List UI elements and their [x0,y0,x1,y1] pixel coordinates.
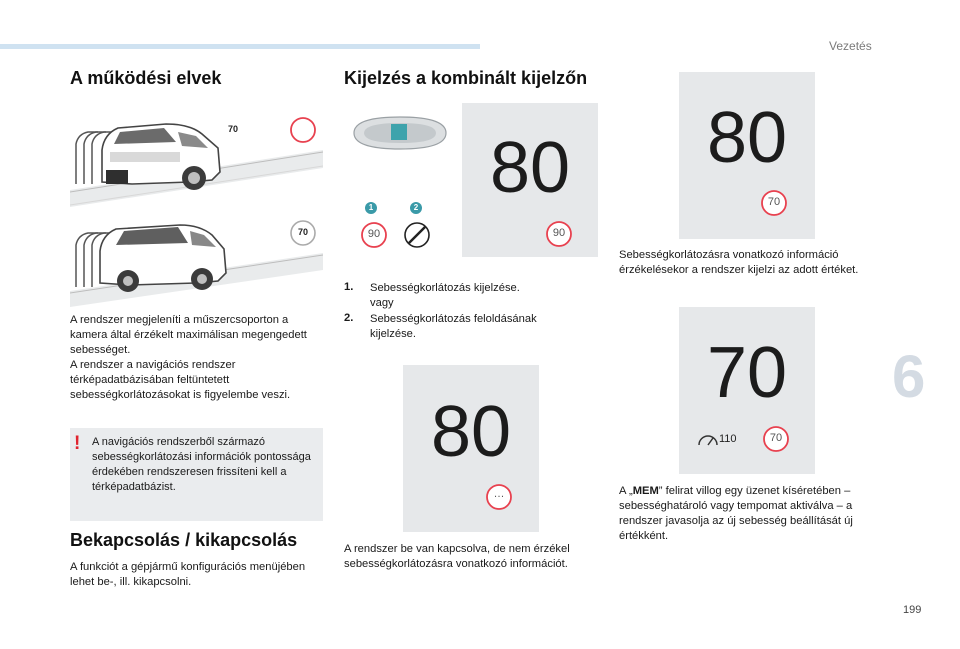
mem-paragraph: A „MEM” felirat villog egy üzenet kísére… [619,484,874,544]
chapter-title: Vezetés [829,39,872,53]
speed-limit-symbol-value: 90 [367,228,381,240]
display-1-sign-value: 90 [552,227,566,239]
display-1-sign-icon [546,221,572,247]
display-2-sign-value: … [493,488,505,500]
car-side-shape [99,224,227,292]
display-panel-2 [403,365,539,532]
display-panel-1 [462,103,598,257]
speed-sign-2-icon [290,220,316,246]
list-number-2: 2. [344,312,354,324]
warning-text: A navigációs rendszerből származó sebess… [92,436,311,493]
callout-2-badge: 2 [410,202,422,214]
speedometer-limiter-icon [698,435,718,446]
speed-sign-2-value: 70 [297,227,308,237]
principles-paragraph: A rendszer megjeleníti a műszercsoporton… [70,314,307,401]
section-title-principles: A működési elvek [70,68,222,88]
display-4-sign-value: 70 [769,432,783,444]
list-item-1: Sebességkorlátozás kijelzése. vagy [370,282,520,309]
mem-suffix: ” felirat villog egy üzenet kíséretében … [619,485,853,542]
display-4-sign-icon [763,426,789,452]
car-illustration-1 [70,117,323,207]
mem-keyword: MEM [632,485,659,497]
display-3-sign-icon [761,190,787,216]
camera-windshield-icon [353,116,447,150]
speed-sign-1-icon [290,117,316,143]
list-item-2: Sebességkorlátozás feloldásának kijelzés… [370,313,537,340]
top-accent-bar [0,44,480,49]
display-1-speed: 80 [489,128,571,208]
section-title-onoff: Bekapcsolás / kikapcsolás [70,530,298,550]
car-shape [101,123,221,190]
callout-1-badge: 1 [365,202,377,214]
end-of-limit-icon [404,222,430,248]
display-panel-4 [679,307,815,474]
detected-paragraph: Sebességkorlátozásra vonatkozó informáci… [619,249,859,276]
display-panel-3 [679,72,815,239]
warning-box [70,428,323,521]
section-title-display: Kijelzés a kombinált kijelzőn [344,68,588,88]
speed-sign-1-value: 70 [227,124,238,134]
car-illustration-2 [70,220,323,307]
display-4-speed: 70 [706,333,788,413]
mem-prefix: A „ [619,485,633,497]
warning-icon: ! [74,433,81,454]
onoff-paragraph: A funkciót a gépjármű konfigurációs menü… [70,561,306,588]
display-4-set-speed: 110 [719,433,737,445]
display-3-sign-value: 70 [767,196,781,208]
chapter-tab-number: 6 [892,343,926,410]
display-3-speed: 80 [706,98,788,178]
page-number: 199 [903,604,922,616]
no-info-paragraph: A rendszer be van kapcsolva, de nem érzé… [344,543,570,570]
list-number-1: 1. [344,281,354,293]
display-2-speed: 80 [430,392,512,472]
speed-limit-symbol-icon [361,222,387,248]
display-2-sign-icon [486,484,512,510]
